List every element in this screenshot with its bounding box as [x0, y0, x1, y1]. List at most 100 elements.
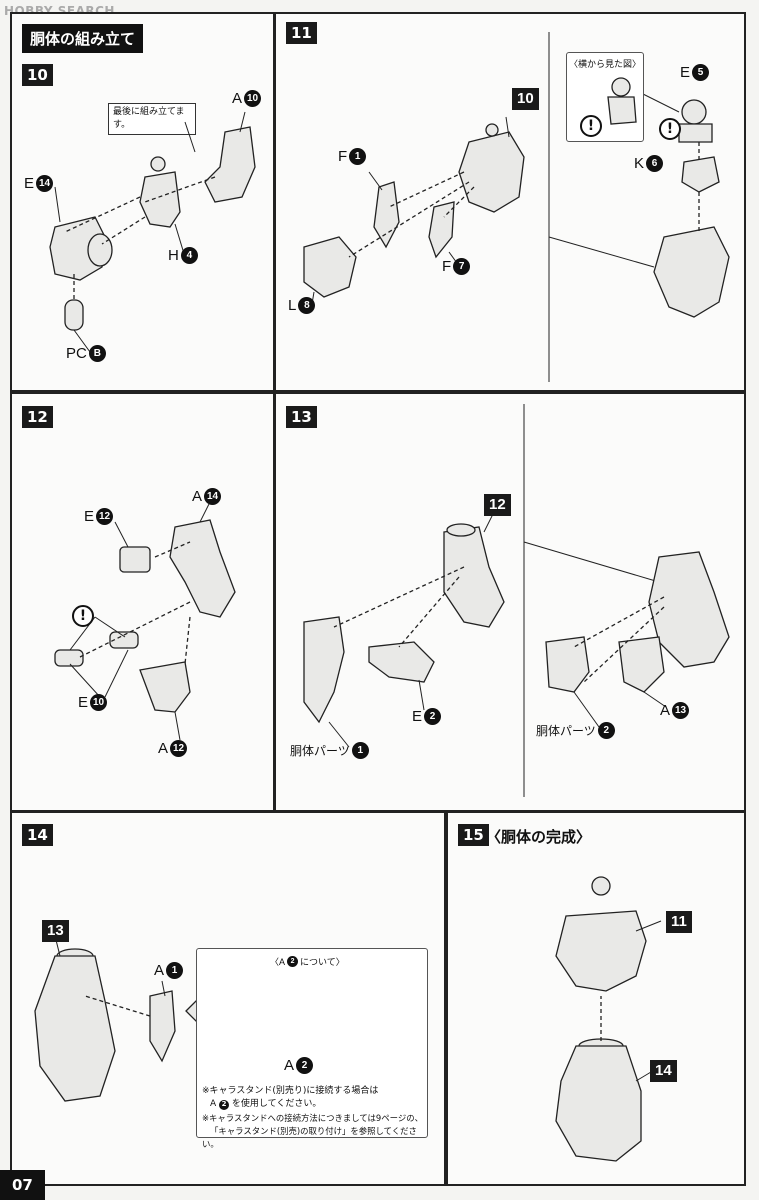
- step-13-label-ref12: 12: [484, 494, 511, 516]
- side-view-box: 〈横から見た図〉: [566, 52, 644, 142]
- step-11-number: 11: [286, 22, 317, 44]
- label-letter: E: [78, 694, 89, 711]
- page-number: 07: [0, 1170, 45, 1200]
- label-number: 10: [244, 90, 262, 107]
- label-number: 8: [298, 297, 316, 314]
- step-10-label-pcb: PC B: [66, 345, 106, 362]
- label-number: 1: [349, 148, 367, 165]
- a2-note-title: 〈A 2 について〉: [270, 955, 345, 968]
- label-letter: E: [84, 508, 95, 525]
- label-letter: F: [442, 258, 452, 275]
- side-view-diagram: [607, 77, 637, 125]
- label-letter: A: [284, 1057, 295, 1074]
- label-letter: E: [24, 175, 35, 192]
- reference-number: 10: [512, 88, 539, 110]
- step-11-label-f1: F 1: [338, 148, 367, 165]
- label-letter: PC: [66, 345, 87, 362]
- label-letter: E: [412, 708, 423, 725]
- step-12-diagram: [54, 501, 236, 741]
- reference-number: 12: [484, 494, 511, 516]
- step-10-label-a10: A 10: [232, 90, 262, 107]
- label-number: 12: [170, 740, 188, 757]
- step-13-number: 13: [286, 406, 317, 428]
- step-10-diagram: [49, 111, 256, 353]
- step-12-label-e12: E 12: [84, 508, 114, 525]
- label-letter: L: [288, 297, 297, 314]
- label-number: 14: [36, 175, 54, 192]
- label-letter: A: [158, 740, 169, 757]
- label-number: 2: [424, 708, 442, 725]
- step-13-label-e2: E 2: [412, 708, 442, 725]
- label-number: 1: [351, 742, 369, 759]
- label-letter: A: [154, 962, 165, 979]
- step-12-label-a12: A 12: [158, 740, 188, 757]
- warning-icon: !: [659, 118, 681, 140]
- step-11-label-l8: L 8: [288, 297, 316, 314]
- step-14-label-a1: A 1: [154, 962, 184, 979]
- label-letter: A: [660, 702, 671, 719]
- about-title-prefix: 〈A: [270, 957, 286, 967]
- label-number: 6: [646, 155, 664, 172]
- reference-number: 13: [42, 920, 69, 942]
- label-number: 1: [166, 962, 184, 979]
- step-11-label-e5: E 5: [680, 64, 710, 81]
- label-number: 4: [180, 247, 198, 264]
- step-10-number: 10: [22, 64, 53, 86]
- step-11-diagram: [303, 32, 730, 382]
- a2-note-line2: ※キャラスタンドへの接続方法につきましては9ページの、 「キャラスタンド(別売)…: [202, 1112, 428, 1151]
- note-text: ※キャラスタンド(別売り)に接続する場合は: [202, 1086, 379, 1096]
- label-letter: K: [634, 155, 645, 172]
- label-number: 5: [692, 64, 710, 81]
- step-12-label-a14: A 14: [192, 488, 222, 505]
- step-15-number: 15: [458, 824, 489, 846]
- label-letter: A: [232, 90, 243, 107]
- reference-number: 11: [666, 911, 692, 933]
- label-number: 14: [204, 488, 222, 505]
- step-15-label-11: 11: [666, 911, 692, 933]
- about-title-number: 2: [287, 956, 299, 967]
- side-view-title: 〈横から見た図〉: [568, 60, 641, 70]
- label-number: 13: [672, 702, 690, 719]
- step-13-label-body2: 胴体パーツ 2: [536, 722, 615, 739]
- note-text: 「キャラスタンド(別売)の取り付け」を参照してください。: [202, 1126, 417, 1149]
- note-text: A: [210, 1099, 217, 1109]
- step-11-label-f7: F 7: [442, 258, 471, 275]
- label-letter: E: [680, 64, 691, 81]
- step-10-label-e14: E 14: [24, 175, 54, 192]
- label-text: 胴体パーツ: [536, 724, 596, 738]
- step-14-label-a2: A 2: [284, 1057, 314, 1074]
- note-text: を使用してください。: [231, 1099, 322, 1109]
- warning-icon: !: [72, 605, 94, 627]
- about-title-suffix: について〉: [300, 957, 345, 967]
- label-number: 2: [597, 722, 615, 739]
- label-text: 胴体パーツ: [290, 744, 350, 758]
- a2-note-box: [196, 948, 428, 1138]
- note-number: 2: [219, 1099, 230, 1110]
- step-15-diagram: [555, 876, 662, 1162]
- label-number: B: [88, 345, 106, 362]
- label-letter: H: [168, 247, 179, 264]
- step-13-diagram: [303, 404, 730, 797]
- step-11-label-ref10: 10: [512, 88, 539, 110]
- step-14-label-ref13: 13: [42, 920, 69, 942]
- step-15-title: 〈胴体の完成〉: [486, 829, 592, 846]
- label-number: 12: [96, 508, 114, 525]
- step-12-number: 12: [22, 406, 53, 428]
- step-12-label-e10: E 10: [78, 694, 108, 711]
- step-15-label-14: 14: [650, 1060, 677, 1082]
- section-title: 胴体の組み立て: [22, 24, 144, 53]
- step-10-label-h4: H 4: [168, 247, 198, 264]
- label-number: 7: [453, 258, 471, 275]
- label-number: 10: [90, 694, 108, 711]
- label-letter: F: [338, 148, 348, 165]
- reference-number: 14: [650, 1060, 677, 1082]
- step-13-label-body1: 胴体パーツ 1: [290, 742, 369, 759]
- step-13-label-a13: A 13: [660, 702, 690, 719]
- warning-icon: !: [580, 115, 602, 137]
- label-letter: A: [192, 488, 203, 505]
- label-number: 2: [296, 1057, 314, 1074]
- step-11-label-k6: K 6: [634, 155, 664, 172]
- a2-note-line1: ※キャラスタンド(別売り)に接続する場合は A 2 を使用してください。: [202, 1085, 422, 1111]
- note-text: ※キャラスタンドへの接続方法につきましては9ページの、: [202, 1113, 423, 1123]
- step-14-number: 14: [22, 824, 53, 846]
